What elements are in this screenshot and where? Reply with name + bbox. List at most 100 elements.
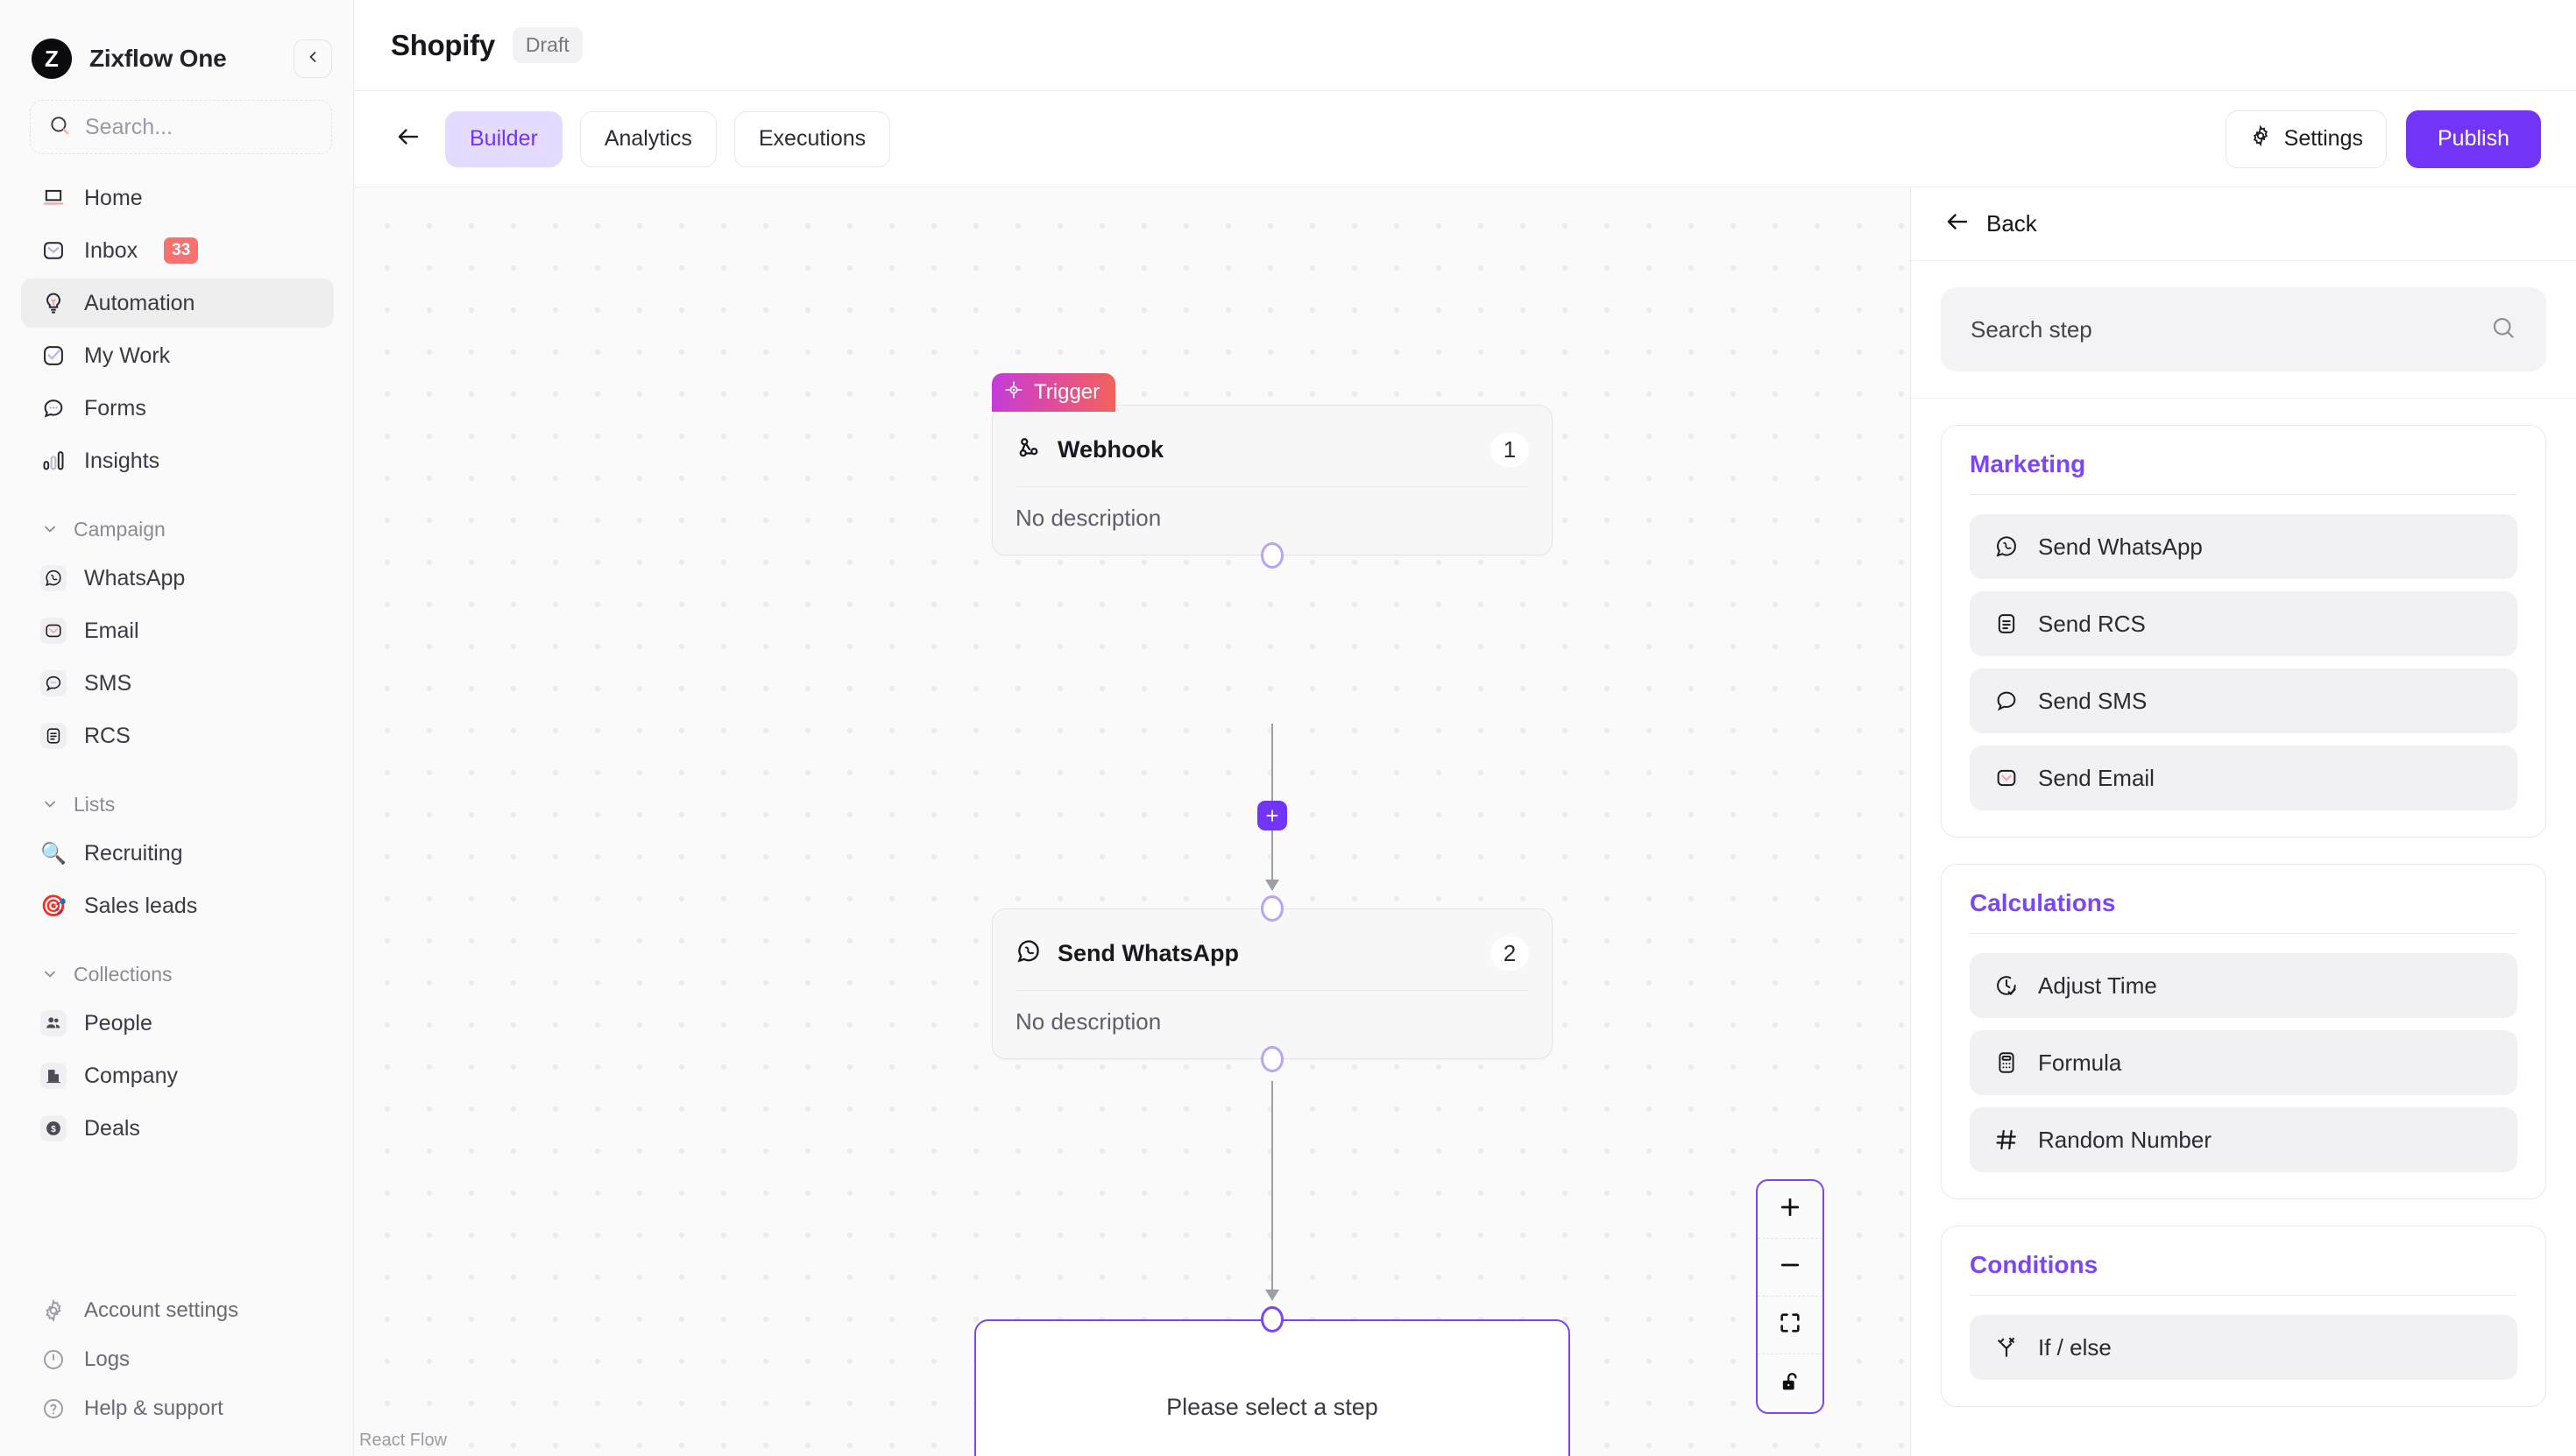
dollar-coin-icon: $ (40, 1115, 67, 1141)
tab-builder[interactable]: Builder (445, 110, 563, 167)
node-header: Send WhatsApp 2 (993, 909, 1552, 978)
step-item-formula[interactable]: Formula (1970, 1030, 2517, 1095)
page-header: Shopify Draft (354, 0, 2576, 91)
step-item-send-rcs[interactable]: Send RCS (1970, 591, 2517, 656)
flow-canvas[interactable]: Trigger Webhook 1 No descripti (354, 187, 1910, 1456)
sidebar-item-label: Company (84, 1063, 178, 1088)
sidebar-group-collections-header[interactable]: Collections (21, 953, 334, 995)
whatsapp-icon (1992, 533, 2020, 561)
arrow-left-icon[interactable] (1944, 209, 1971, 239)
trigger-badge-label: Trigger (1034, 380, 1100, 404)
sidebar-item-inbox[interactable]: Inbox 33 (21, 226, 334, 275)
hash-icon (1992, 1126, 2020, 1154)
sidebar-item-label: Recruiting (84, 840, 183, 866)
sidebar-collapse-button[interactable] (294, 39, 332, 78)
sidebar-group-title: Lists (74, 792, 116, 816)
sidebar-item-label: Home (84, 185, 143, 210)
sidebar-item-label: Inbox (84, 237, 138, 263)
step-item-send-sms[interactable]: Send SMS (1970, 668, 2517, 733)
lock-toggle-button[interactable] (1758, 1354, 1822, 1412)
sidebar-item-label: Email (84, 618, 139, 643)
sidebar-item-recruiting[interactable]: 🔍 Recruiting (21, 829, 334, 878)
sidebar-item-home[interactable]: Home (21, 173, 334, 223)
flow-node-send-whatsapp[interactable]: Send WhatsApp 2 No description (992, 895, 1553, 1072)
select-step-placeholder[interactable]: Please select a step (974, 1319, 1570, 1456)
step-item-if-else[interactable]: If / else (1970, 1315, 2517, 1380)
check-square-icon (40, 343, 67, 369)
tab-executions[interactable]: Executions (733, 110, 891, 167)
flow-edge-arrowhead (1265, 1290, 1279, 1301)
sidebar-item-my-work[interactable]: My Work (21, 331, 334, 380)
step-item-adjust-time[interactable]: Adjust Time (1970, 953, 2517, 1018)
sidebar-item-logs[interactable]: Logs (21, 1337, 334, 1382)
flow-node-webhook[interactable]: Trigger Webhook 1 No descripti (992, 373, 1553, 569)
sidebar-item-rcs[interactable]: RCS (21, 711, 334, 760)
step-item-send-email[interactable]: Send Email (1970, 746, 2517, 810)
sidebar-item-whatsapp[interactable]: WhatsApp (21, 554, 334, 603)
sidebar-group-title: Campaign (74, 517, 166, 541)
add-step-button[interactable]: + (1257, 801, 1287, 830)
envelope-icon (1992, 764, 2020, 792)
flow-graph: Trigger Webhook 1 No descripti (354, 187, 1910, 1456)
step-item-label: Send Email (2038, 764, 2155, 791)
node-card[interactable]: Webhook 1 No description (992, 405, 1553, 555)
sidebar-item-deals[interactable]: $ Deals (21, 1104, 334, 1153)
step-item-send-whatsapp[interactable]: Send WhatsApp (1970, 514, 2517, 579)
sidebar-item-account-settings[interactable]: Account settings (21, 1288, 334, 1333)
node-divider (1016, 486, 1529, 487)
node-description: No description (1016, 1008, 1162, 1035)
sidebar-item-email[interactable]: Email (21, 606, 334, 655)
step-library-scroll[interactable]: Marketing Send WhatsApp (1911, 399, 2576, 1456)
react-flow-attribution[interactable]: React Flow (359, 1431, 448, 1450)
calculator-icon (1992, 1049, 2020, 1077)
step-item-label: Random Number (2038, 1126, 2212, 1153)
node-target-handle[interactable] (1261, 1306, 1284, 1332)
sidebar-item-company[interactable]: Company (21, 1051, 334, 1100)
step-item-label: Formula (2038, 1049, 2122, 1076)
zoom-in-button[interactable] (1758, 1181, 1822, 1239)
node-source-handle[interactable] (1261, 542, 1284, 569)
step-search-placeholder: Search step (1971, 315, 2092, 343)
sidebar-item-label: Account settings (84, 1298, 239, 1322)
node-source-handle[interactable] (1261, 1046, 1284, 1072)
sidebar-search-input[interactable]: Search... (30, 100, 332, 154)
step-item-label: Send RCS (2038, 610, 2146, 637)
sidebar-item-forms[interactable]: Forms (21, 384, 334, 433)
sidebar-item-help-support[interactable]: Help & support (21, 1386, 334, 1431)
question-circle-icon (40, 1396, 67, 1422)
sidebar-item-insights[interactable]: Insights (21, 436, 334, 485)
section-divider (1970, 1295, 2517, 1296)
sidebar-item-sms[interactable]: SMS (21, 659, 334, 708)
back-button[interactable] (389, 120, 428, 159)
sidebar-group-campaign-header[interactable]: Campaign (21, 508, 334, 550)
step-section-conditions: Conditions If / else (1941, 1226, 2546, 1407)
brand-row: Z Zixflow One (0, 0, 353, 91)
sidebar-item-sales-leads[interactable]: 🎯 Sales leads (21, 881, 334, 930)
settings-button[interactable]: Settings (2225, 110, 2387, 168)
panel-back-button[interactable]: Back (1986, 210, 2037, 237)
node-card[interactable]: Send WhatsApp 2 No description (992, 908, 1553, 1059)
arrow-left-icon (395, 124, 421, 154)
sidebar-item-automation[interactable]: Automation (21, 279, 334, 328)
sidebar-item-people[interactable]: People (21, 999, 334, 1048)
flow-edge-arrowhead (1265, 880, 1279, 891)
svg-text:$: $ (51, 1125, 56, 1134)
tab-analytics[interactable]: Analytics (579, 110, 717, 167)
zoom-out-button[interactable] (1758, 1239, 1822, 1297)
node-header: Webhook 1 (993, 406, 1552, 474)
sidebar-group-lists-header[interactable]: Lists (21, 783, 334, 825)
branch-check-x-icon (1992, 1333, 2020, 1361)
fit-view-button[interactable] (1758, 1297, 1822, 1354)
step-search-input[interactable]: Search step (1941, 287, 2546, 371)
node-target-handle[interactable] (1261, 895, 1284, 922)
step-item-random-number[interactable]: Random Number (1970, 1107, 2517, 1172)
step-item-label: If / else (2038, 1333, 2112, 1361)
section-title: Conditions (1970, 1251, 2098, 1278)
target-crosshair-icon (1004, 380, 1023, 406)
flow-node-placeholder[interactable]: Please select a step (974, 1306, 1570, 1456)
brand-name: Zixflow One (89, 45, 227, 72)
sidebar-bottom-nav: Account settings Logs Help & support (0, 1288, 353, 1435)
sidebar: Z Zixflow One Search... Home (0, 0, 354, 1456)
publish-button[interactable]: Publish (2406, 110, 2541, 168)
